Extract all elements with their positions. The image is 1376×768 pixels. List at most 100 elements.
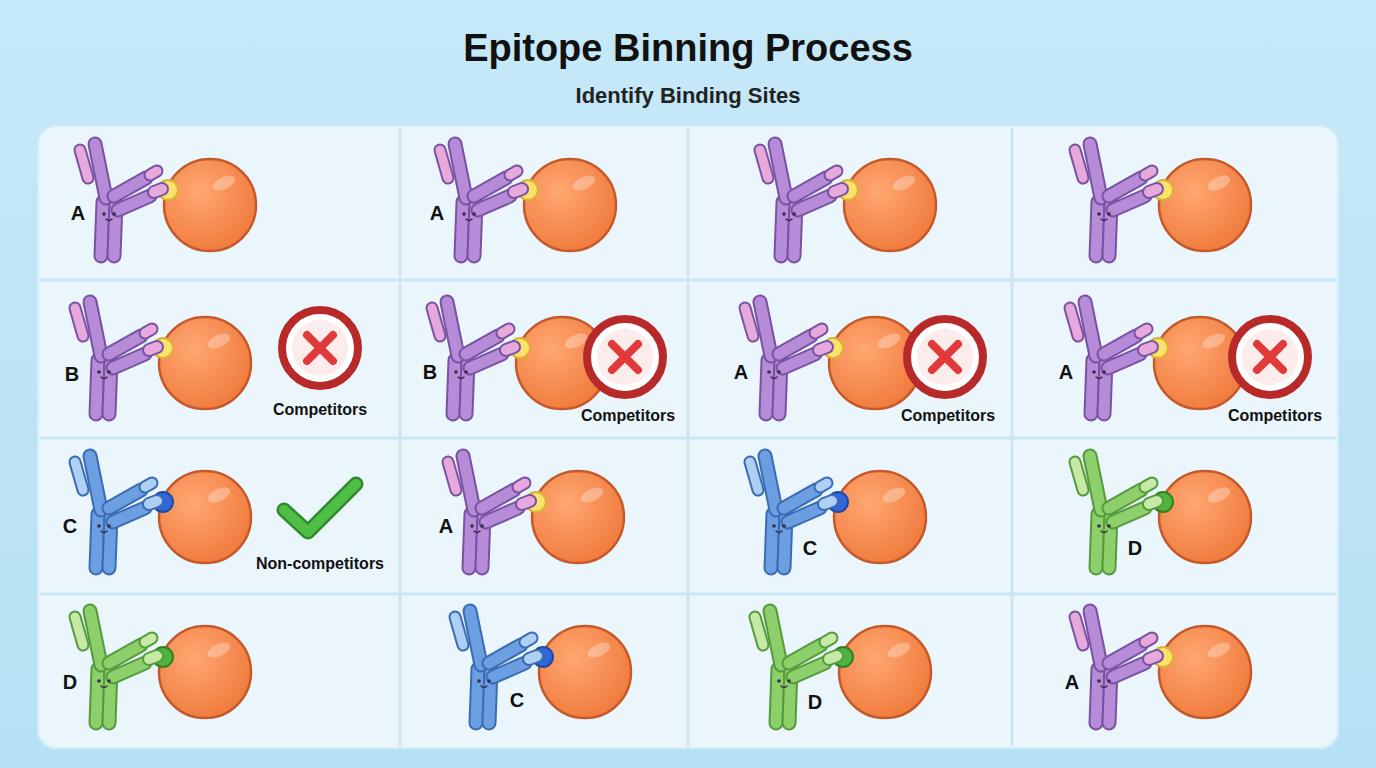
antibody-chain xyxy=(1144,347,1152,350)
antibody-chain xyxy=(1070,308,1078,336)
antibody xyxy=(755,611,837,723)
antibody-outline xyxy=(96,514,98,568)
antibody-chain xyxy=(453,360,455,414)
antibody-outline xyxy=(1113,196,1145,210)
antibody-outline xyxy=(113,508,145,522)
antibody-chain xyxy=(470,611,481,665)
antibody-label: B xyxy=(65,363,79,386)
antibody-outline xyxy=(783,354,815,368)
grid-line xyxy=(40,593,1336,596)
antibody-outline xyxy=(463,456,474,510)
antigen-sphere xyxy=(838,159,936,251)
antibody-chain xyxy=(493,663,525,677)
antibody-outline xyxy=(745,308,753,336)
antibody-chain xyxy=(145,638,152,642)
highlight xyxy=(206,330,233,351)
antibody-chain xyxy=(825,638,832,642)
smile xyxy=(776,531,782,533)
antibody-chain xyxy=(90,611,101,665)
grid-line xyxy=(40,437,1336,440)
antibody-outline xyxy=(1070,308,1078,336)
smile xyxy=(781,686,787,688)
cross-mark xyxy=(1257,344,1283,370)
cross-icon xyxy=(282,310,358,386)
antibody-outline xyxy=(1149,656,1157,659)
antigen-sphere xyxy=(526,471,624,563)
antibody-outline xyxy=(750,462,758,490)
highlight xyxy=(1206,172,1233,193)
antibody-outline xyxy=(440,150,448,178)
antibody-outline xyxy=(781,202,783,256)
antibody-chain xyxy=(760,302,771,356)
antibody xyxy=(1075,144,1157,256)
antibody-chain xyxy=(776,669,778,723)
antibody-chain xyxy=(80,150,88,178)
antigen xyxy=(1159,471,1251,563)
eye xyxy=(782,524,786,528)
antigen xyxy=(532,471,624,563)
antibody-chain xyxy=(1075,150,1083,178)
antibody-label: A xyxy=(1059,361,1073,384)
antigen xyxy=(159,471,251,563)
antibody-chain xyxy=(478,196,510,210)
antibody-chain xyxy=(461,202,463,256)
antibody-chain xyxy=(113,508,145,522)
antibody-chain xyxy=(113,663,145,677)
antibody-chain xyxy=(1096,202,1098,256)
antibody-chain xyxy=(770,611,781,665)
antibody-outline xyxy=(80,150,88,178)
smile xyxy=(101,531,107,533)
antibody-chain xyxy=(149,656,157,659)
highlight xyxy=(1206,484,1233,505)
antibody-label: C xyxy=(510,689,524,712)
antibody xyxy=(448,456,530,568)
antibody-chain xyxy=(771,514,773,568)
eye xyxy=(777,370,781,374)
eye xyxy=(112,212,116,216)
antibody-chain xyxy=(1090,144,1101,198)
antibody-label: C xyxy=(803,537,817,560)
antibody-chain xyxy=(1145,171,1152,175)
antibody-chain xyxy=(455,144,466,198)
antibody-chain xyxy=(522,501,530,504)
antibody-outline xyxy=(788,508,820,522)
antibody-chain xyxy=(96,514,98,568)
antibody-outline xyxy=(145,329,152,333)
smile xyxy=(458,377,464,379)
antibody-chain xyxy=(96,669,98,723)
antibody-outline xyxy=(1096,669,1098,723)
antigen xyxy=(159,317,251,409)
antibody-chain xyxy=(1145,483,1152,487)
antibody-outline xyxy=(469,514,471,568)
antibody xyxy=(75,456,157,568)
antibody-chain xyxy=(75,617,83,645)
antibody-outline xyxy=(145,638,152,642)
antibody-label: A xyxy=(734,361,748,384)
antibody-chain xyxy=(447,302,458,356)
antibody-label: D xyxy=(63,671,77,694)
antibody-outline xyxy=(834,189,842,192)
antibody-outline xyxy=(1113,508,1145,522)
antibody-label: A xyxy=(71,202,85,225)
antibody-outline xyxy=(1075,617,1083,645)
antibody-chain xyxy=(793,663,825,677)
highlight xyxy=(571,172,598,193)
antibody-outline xyxy=(145,483,152,487)
antibody-chain xyxy=(765,456,776,510)
antibody-outline xyxy=(819,347,827,350)
cross-ring xyxy=(1232,319,1308,395)
antibody-outline xyxy=(755,617,763,645)
antibody-outline xyxy=(476,669,478,723)
antibody-outline xyxy=(1113,663,1145,677)
antibody-chain xyxy=(1090,456,1101,510)
antibody-outline xyxy=(518,483,525,487)
antibody-outline xyxy=(470,611,481,665)
antibody-chain xyxy=(783,354,815,368)
eye xyxy=(487,679,491,683)
antibody-chain xyxy=(1113,196,1145,210)
check-outline xyxy=(284,484,356,532)
antibody-outline xyxy=(150,171,157,175)
smile xyxy=(1101,686,1107,688)
eye xyxy=(787,679,791,683)
